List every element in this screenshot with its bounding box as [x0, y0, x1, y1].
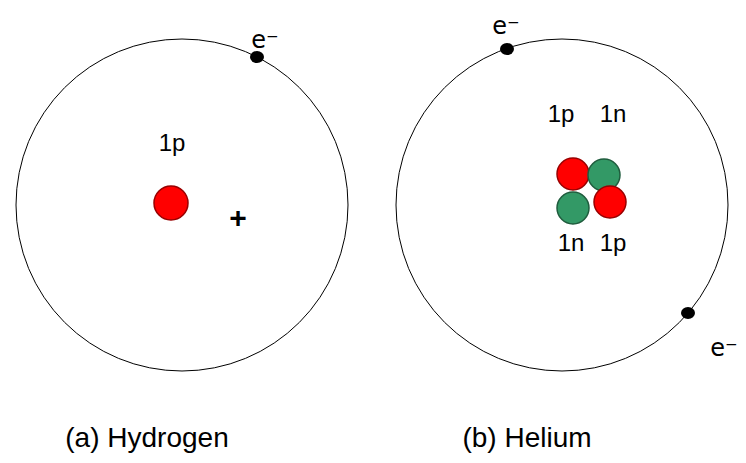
particle-label: 1n — [558, 231, 585, 255]
electron-label: e⁻ — [492, 14, 519, 38]
caption-label: (a) Hydrogen — [65, 424, 228, 452]
particle-label: 1p — [600, 231, 627, 255]
particle-label: 1p — [548, 102, 575, 126]
electron-label: e⁻ — [251, 28, 278, 52]
electron-label: e⁻ — [710, 336, 737, 360]
electron — [500, 43, 514, 55]
charge-sign: + — [229, 203, 247, 233]
helium-orbit — [396, 39, 728, 371]
neutron — [557, 192, 589, 224]
electron — [250, 51, 264, 63]
particle-label: 1n — [600, 102, 627, 126]
particle-label: 1p — [159, 131, 186, 155]
caption-label: (b) Helium — [462, 424, 591, 452]
proton — [154, 186, 188, 220]
proton — [594, 186, 626, 218]
electron — [681, 307, 695, 319]
hydrogen-orbit — [16, 39, 348, 371]
proton — [557, 158, 589, 190]
